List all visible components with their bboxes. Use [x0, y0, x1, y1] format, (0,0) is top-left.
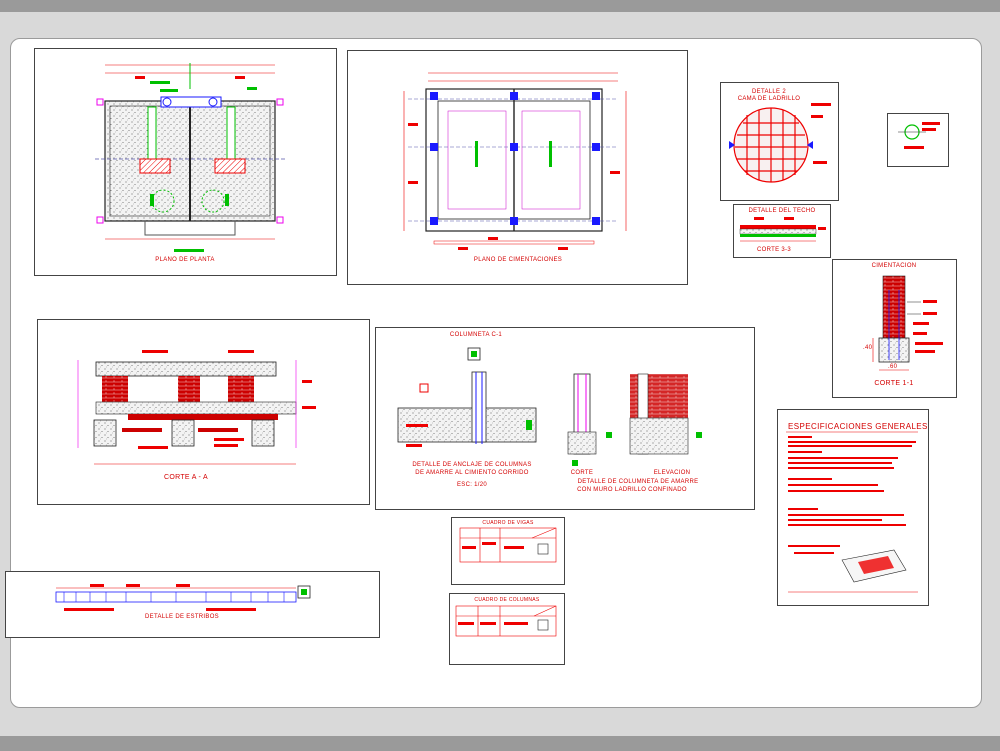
cuadro-vigas-title: CUADRO DE VIGAS [482, 520, 534, 526]
detalle-estribos-title: DETALLE DE ESTRIBOS [145, 614, 219, 620]
plano-planta-title: PLANO DE PLANTA [155, 257, 215, 263]
detalle-anclaje-drawing [397, 347, 702, 466]
detalle-techo-drawing [739, 217, 826, 242]
view-detalle-2[interactable]: DETALLE 2 CAMA DE LADRILLO [720, 82, 839, 201]
view-cuadro-columnas[interactable]: CUADRO DE COLUMNAS [449, 593, 565, 665]
view-detalle-anillo[interactable] [887, 113, 949, 167]
cuadro-columnas-table [455, 605, 557, 637]
view-cimentacion[interactable]: CIMENTACION .40 .60 CORTE 1-1 [832, 259, 957, 398]
bottom-bar [0, 736, 1000, 751]
detalle-estribos-drawing [55, 584, 311, 611]
plano-cimentaciones-title: PLANO DE CIMENTACIONES [473, 257, 563, 263]
detalle-2-title: DETALLE 2 [752, 89, 786, 95]
cimentacion-dim-height: .40 [863, 345, 873, 351]
top-bar [0, 0, 1000, 12]
view-plano-planta[interactable]: PLANO DE PLANTA [34, 48, 337, 276]
view-plano-cimentaciones[interactable]: PLANO DE CIMENTACIONES [347, 50, 688, 285]
view-detalle-estribos[interactable]: DETALLE DE ESTRIBOS [5, 571, 380, 638]
detalle-anillo-drawing [898, 122, 940, 149]
detalle-techo-cut: CORTE 3-3 [757, 247, 791, 253]
especificaciones-title: ESPECIFICACIONES GENERALES [788, 422, 928, 431]
corte-aa-drawing [77, 350, 316, 465]
view-detalle-techo[interactable]: DETALLE DEL TECHO CORTE 3-3 [733, 204, 831, 258]
plano-cimentaciones-drawing [403, 72, 627, 250]
columneta-title: COLUMNETA C-1 [449, 332, 503, 338]
cimentacion-drawing [872, 275, 943, 371]
cimentacion-dim-width: .60 [888, 364, 898, 370]
columneta-title-3: DETALLE DE COLUMNETA DE AMARRE [577, 479, 699, 485]
view-especificaciones[interactable]: ESPECIFICACIONES GENERALES [777, 409, 929, 606]
columneta-corte-label: CORTE [570, 470, 594, 476]
columneta-title-4: CON MURO LADRILLO CONFINADO [577, 487, 687, 493]
columneta-elevacion-label: ELEVACION [653, 470, 691, 476]
detalle-techo-title: DETALLE DEL TECHO [748, 208, 816, 214]
cuadro-vigas-table [459, 527, 557, 563]
view-cuadro-vigas[interactable]: CUADRO DE VIGAS [451, 517, 565, 585]
corte-aa-title: CORTE A - A [163, 474, 209, 481]
plano-planta-drawing [95, 63, 285, 252]
cimentacion-title: CIMENTACION [871, 263, 917, 269]
anclaje-title-1: DETALLE DE ANCLAJE DE COLUMNAS [412, 462, 532, 468]
cimentacion-cut: CORTE 1-1 [874, 380, 914, 387]
drawing-sheet[interactable]: PLANO DE PLANTA [5, 38, 982, 708]
detalle-2-subtitle: CAMA DE LADRILLO [737, 96, 801, 102]
view-corte-aa[interactable]: CORTE A - A [37, 319, 370, 505]
detalle-2-drawing [729, 103, 831, 183]
view-detalle-anclaje[interactable]: COLUMNETA C-1 DETALLE DE ANCLAJE DE COLU… [375, 327, 755, 510]
cuadro-columnas-title: CUADRO DE COLUMNAS [474, 597, 540, 603]
anclaje-title-2: DE AMARRE AL CIMIENTO CORRIDO [415, 470, 529, 476]
anclaje-scale: ESC: 1/20 [456, 482, 488, 488]
especificaciones-notes [786, 431, 918, 593]
